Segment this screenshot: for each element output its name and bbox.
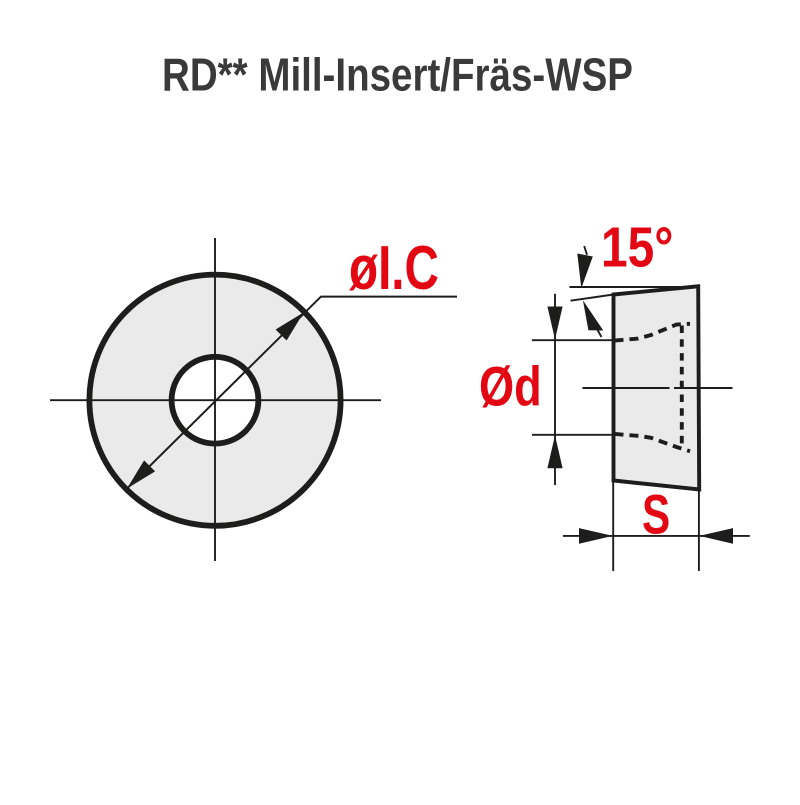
svg-text:15°: 15° xyxy=(601,216,673,280)
svg-text:S: S xyxy=(642,483,670,546)
svg-text:RD** Mill-Insert/Fräs-WSP: RD** Mill-Insert/Fräs-WSP xyxy=(162,49,633,101)
svg-text:øI.C: øI.C xyxy=(349,233,439,303)
svg-text:Ød: Ød xyxy=(479,355,542,418)
